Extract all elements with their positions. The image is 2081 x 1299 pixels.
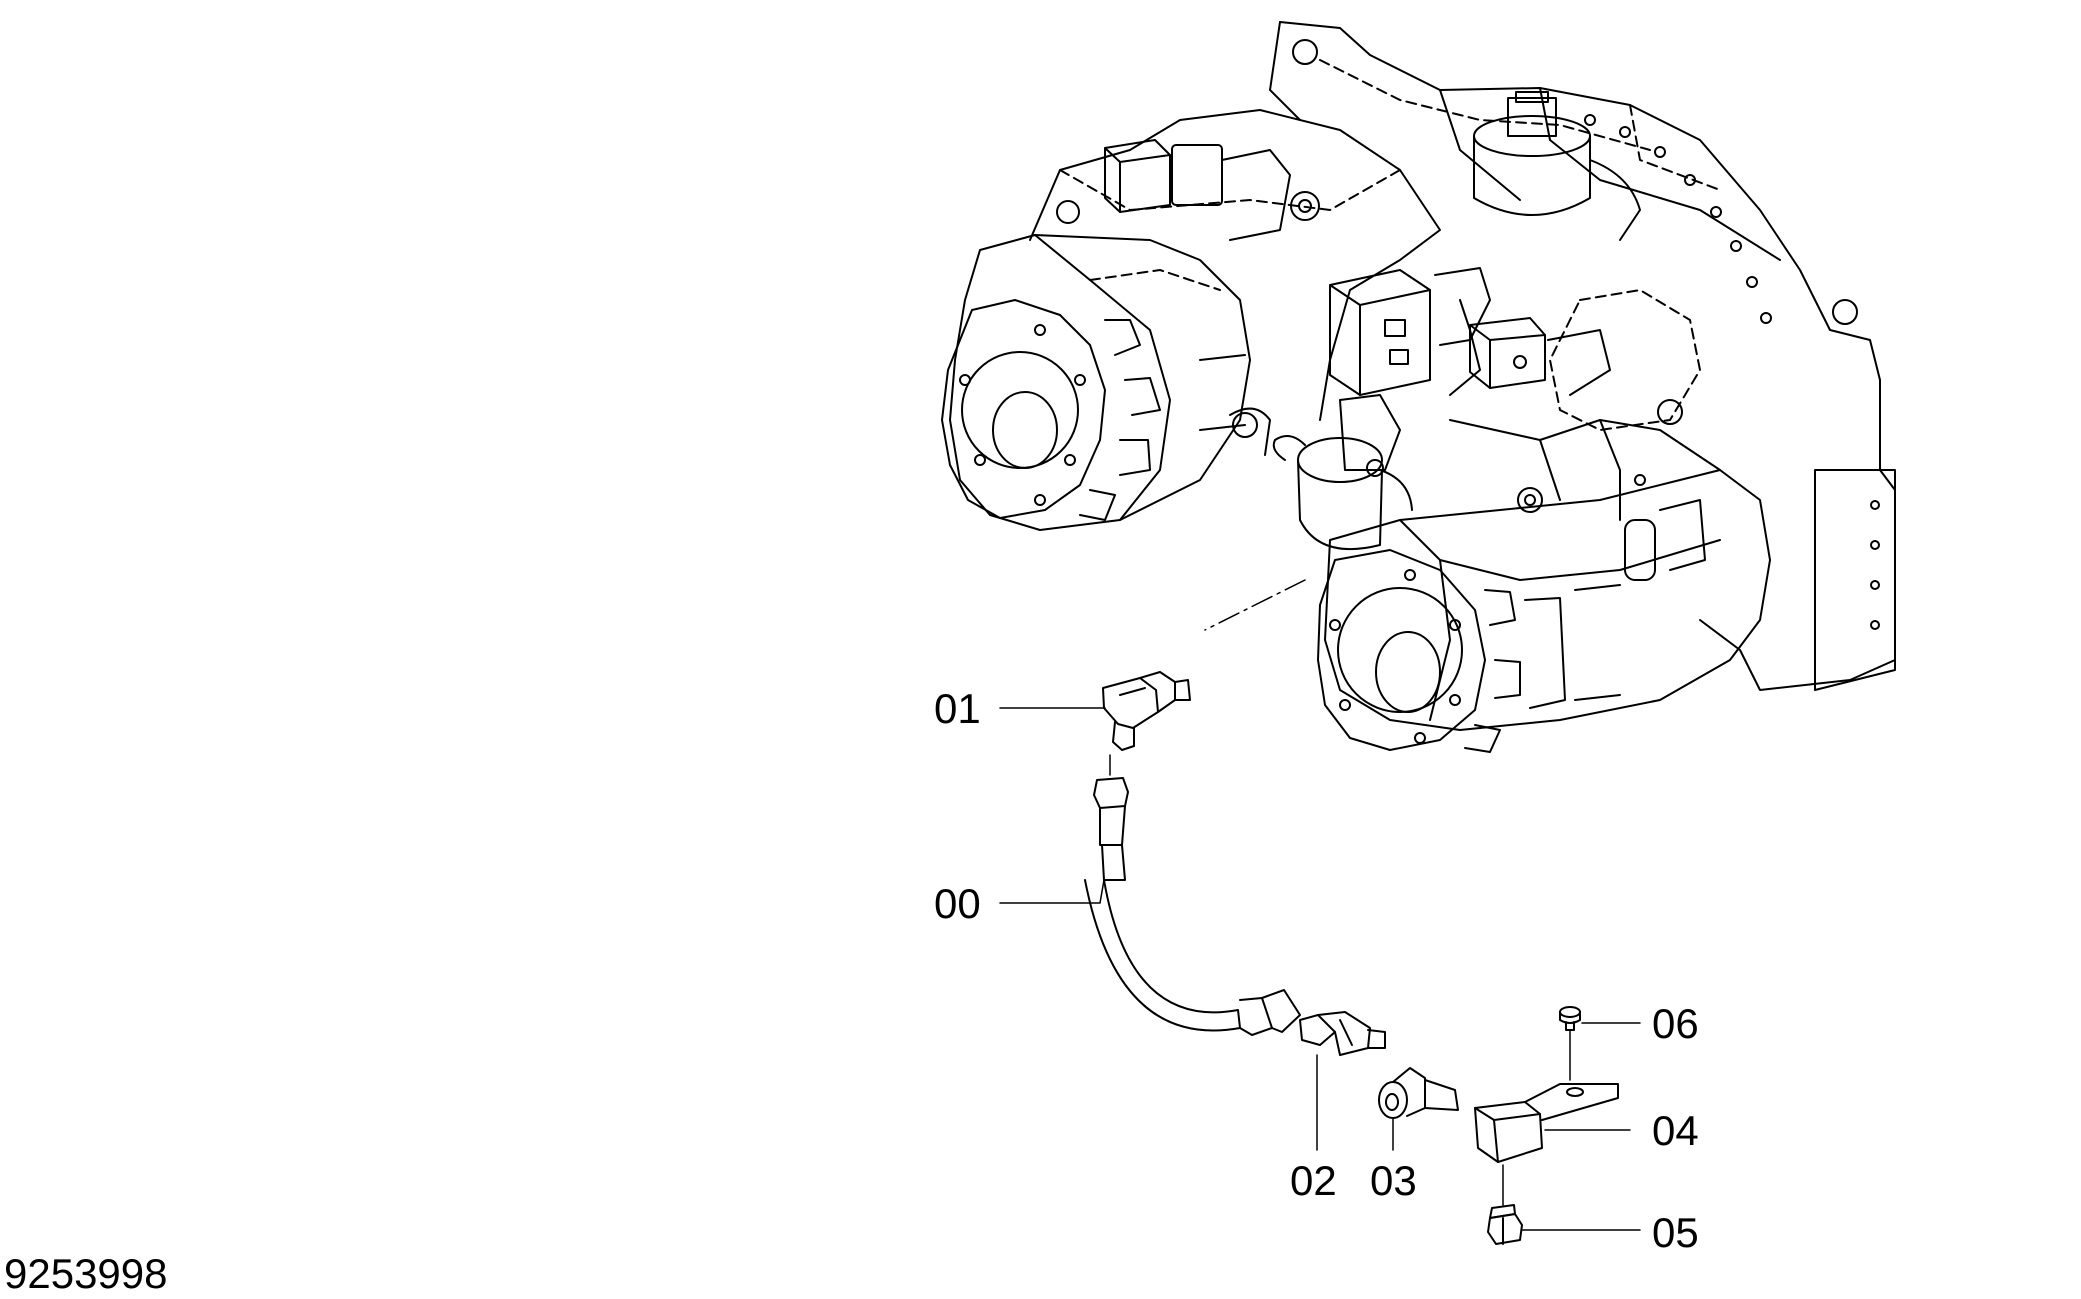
figure-code: 9253998 — [4, 1250, 168, 1297]
elbow-fitting — [1102, 671, 1191, 751]
centerline — [1204, 579, 1306, 631]
plug-fitting — [1378, 1067, 1459, 1119]
adapter-fitting — [1299, 1011, 1386, 1056]
callout-04: 04 — [1652, 1107, 1699, 1154]
hydraulic-hose — [1084, 777, 1301, 1036]
hydraulic-pump-assembly — [941, 21, 1896, 753]
callout-05: 05 — [1652, 1209, 1699, 1256]
callout-02: 02 — [1290, 1157, 1337, 1204]
drain-plug — [1487, 1204, 1523, 1245]
callout-03: 03 — [1370, 1157, 1417, 1204]
leader-line-00 — [999, 879, 1105, 904]
callout-00: 00 — [934, 880, 981, 927]
callout-06: 06 — [1652, 1000, 1699, 1047]
valve-block — [1474, 1083, 1619, 1163]
bolt — [1559, 1006, 1581, 1031]
callout-01: 01 — [934, 685, 981, 732]
